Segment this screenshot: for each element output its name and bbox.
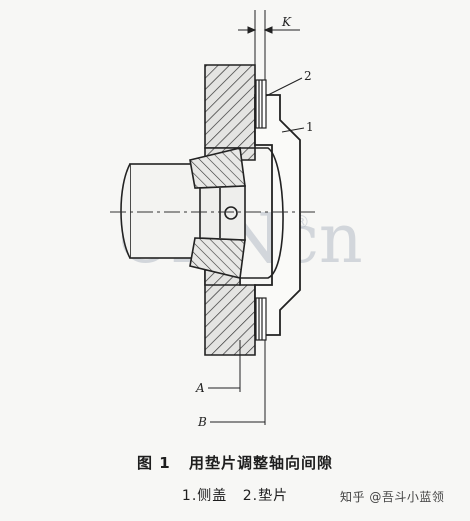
part-label-2: 2 bbox=[304, 69, 312, 83]
source-credit: 知乎 @吾斗小蓝领 bbox=[340, 490, 445, 504]
figure-title: 用垫片调整轴向间隙 bbox=[188, 454, 333, 472]
figure-number: 图 1 bbox=[137, 454, 171, 472]
bearing bbox=[189, 147, 246, 279]
legend-item-1: 1.侧盖 bbox=[181, 488, 228, 504]
part-label-1: 1 bbox=[306, 120, 314, 134]
reference-lines: A B bbox=[195, 340, 266, 429]
part-leaders: 2 1 bbox=[265, 69, 314, 134]
side-cover bbox=[240, 94, 301, 336]
dimension-label: K bbox=[281, 15, 292, 29]
figure-caption: 图 1 用垫片调整轴向间隙 bbox=[0, 452, 470, 473]
line-label-a: A bbox=[195, 381, 205, 395]
dimension-k: K bbox=[238, 10, 300, 80]
legend-item-2: 2.垫片 bbox=[242, 488, 289, 504]
line-label-b: B bbox=[197, 415, 207, 429]
shim-stack bbox=[255, 79, 267, 341]
figure-legend: 1.侧盖 2.垫片 bbox=[0, 485, 470, 505]
